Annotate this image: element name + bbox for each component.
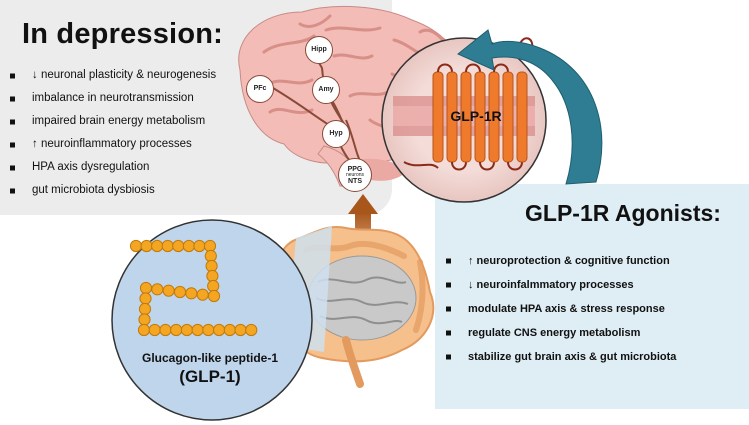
region-node-amy: Amy — [312, 76, 340, 104]
depression-title: In depression: — [22, 18, 223, 50]
agonists-item: ↑ neuroprotection & cognitive function — [442, 249, 676, 273]
peptide-bead — [204, 249, 217, 263]
nts-label: NTS — [348, 177, 362, 185]
peptide-bead — [196, 288, 209, 301]
peptide-bead — [170, 323, 183, 337]
peptide-name: Glucagon-like peptide-1 — [141, 351, 279, 365]
agonists-item: ↓ neuroinfalmmatory processes — [442, 273, 676, 297]
peptide-bead — [162, 284, 175, 297]
peptide-bead — [151, 239, 164, 253]
receptor-helix — [516, 71, 528, 163]
peptide-bead — [202, 323, 215, 337]
peptide-bead — [138, 313, 151, 326]
agonists-item: stabilize gut brain axis & gut microbiot… — [442, 345, 676, 369]
ppg-label: PPG — [347, 165, 363, 173]
peptide-abbreviation: (GLP-1) — [179, 367, 241, 386]
agonists-item: regulate CNS energy metabolism — [442, 321, 676, 345]
peptide-bead — [148, 323, 161, 337]
peptide-bead — [159, 323, 172, 337]
peptide-bead — [161, 239, 174, 253]
peptide-bead — [193, 239, 206, 253]
peptide-bead — [139, 281, 153, 295]
glp1-peptide-circle — [111, 219, 332, 421]
agonist-arrow — [457, 29, 603, 185]
peptide-bead — [223, 323, 236, 337]
agonists-item: modulate HPA axis & stress response — [442, 297, 676, 321]
peptide-bead — [207, 279, 220, 293]
receptor-loop — [465, 63, 481, 73]
receptor-label: GLP-1R — [450, 108, 502, 124]
peptide-bead — [182, 239, 195, 253]
peptide-bead — [129, 239, 143, 253]
peptide-bead — [172, 239, 185, 253]
peptide-bead — [151, 283, 164, 296]
region-node-hyp: Hyp — [322, 120, 350, 148]
peptide-bead — [206, 269, 219, 283]
peptide-bead — [137, 323, 151, 337]
peptide-bead — [245, 323, 258, 337]
depression-item: imbalance in neurotransmission — [6, 87, 216, 110]
agonists-list: ↑ neuroprotection & cognitive function ↓… — [442, 249, 676, 369]
peptide-bead — [180, 323, 194, 337]
receptor-loop — [437, 63, 453, 73]
peptide-bead — [234, 323, 247, 337]
peptide-bead — [139, 292, 152, 305]
region-node-hipp: Hipp — [305, 36, 333, 64]
region-node-pfc: PFc — [246, 75, 274, 103]
receptor-helices — [432, 63, 528, 171]
depression-item: ↑ neuroinflammatory processes — [6, 133, 216, 156]
depression-item: gut microbiota dysbiosis — [6, 179, 216, 202]
peptide-chain — [129, 239, 258, 337]
depression-item: ↓ neuronal plasticity & neurogenesis — [6, 64, 216, 87]
depression-item: HPA axis dysregulation — [6, 156, 216, 179]
neurons-label: neurons — [345, 171, 365, 178]
depression-item: impaired brain energy metabolism — [6, 110, 216, 133]
peptide-bead — [205, 259, 218, 273]
depression-list: ↓ neuronal plasticity & neurogenesis imb… — [6, 64, 216, 202]
peptide-bead — [203, 239, 217, 253]
ppg-neurons-node: PPG neurons NTS — [338, 158, 372, 192]
peptide-bead — [212, 323, 226, 337]
peptide-bead — [207, 289, 221, 303]
receptor-loop — [507, 161, 523, 171]
peptide-bead — [173, 285, 187, 299]
peptide-bead — [140, 239, 153, 253]
receptor-loop — [479, 161, 495, 171]
agonists-title: GLP-1R Agonists: — [525, 200, 721, 226]
peptide-bead — [138, 302, 152, 316]
peptide-bead — [191, 323, 204, 337]
receptor-loop — [451, 161, 467, 171]
peptide-bead — [185, 287, 198, 300]
